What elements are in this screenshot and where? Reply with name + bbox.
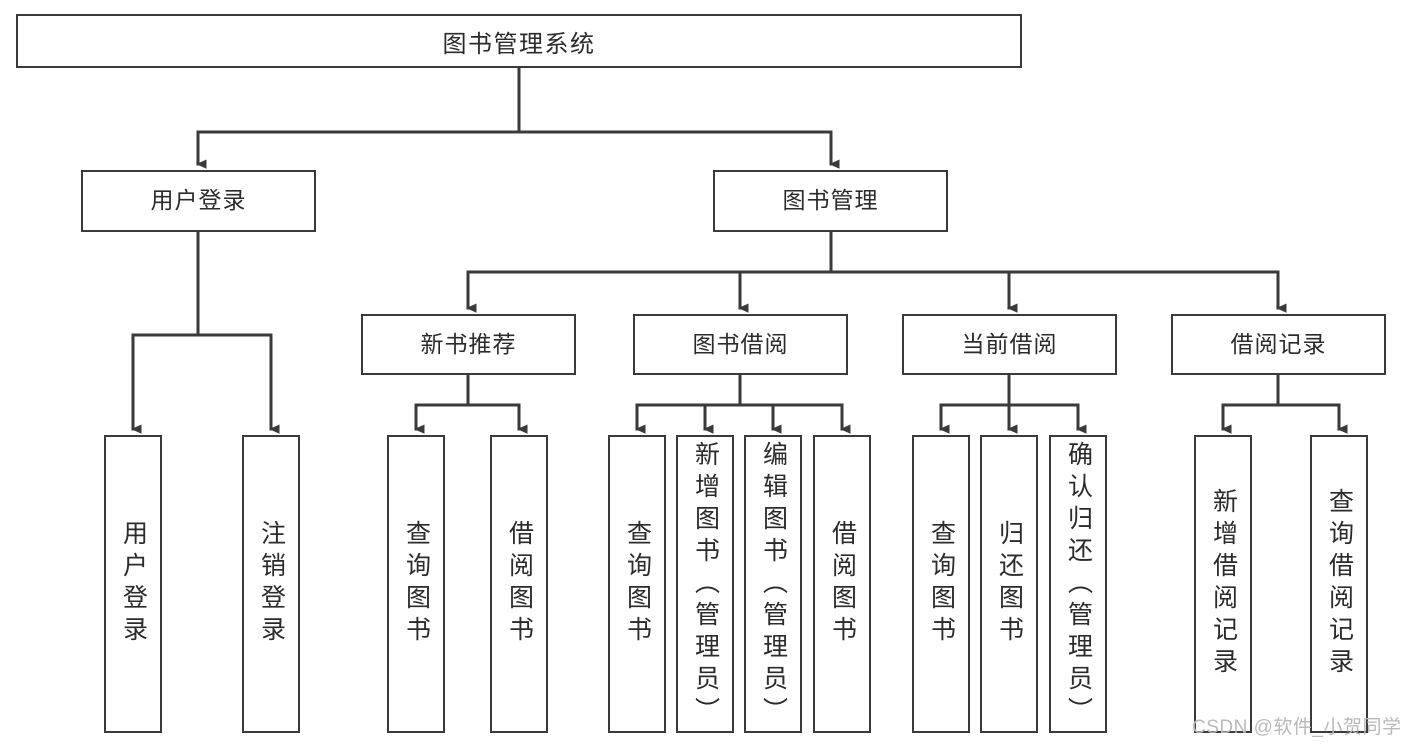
watermark-text: CSDN @软件_小贺同学 <box>1192 717 1402 738</box>
node-leaf-confirm-return[interactable]: 确认归还（管理员） <box>1049 435 1107 733</box>
node-leaf-query-book-3[interactable]: 查询图书 <box>912 435 970 733</box>
node-leaf-edit-book[interactable]: 编辑图书（管理员） <box>744 435 802 733</box>
node-leaf-borrow-book-2[interactable]: 借阅图书 <box>813 435 871 733</box>
node-leaf-confirm-return-label: 确认归还（管理员） <box>1064 441 1093 729</box>
node-current-borrow-label: 当前借阅 <box>961 330 1058 357</box>
node-leaf-borrow-book-1-label: 借阅图书 <box>505 520 534 648</box>
node-leaf-borrow-book-1[interactable]: 借阅图书 <box>490 435 548 733</box>
node-book-borrow-label: 图书借阅 <box>692 330 789 357</box>
node-leaf-query-book-2[interactable]: 查询图书 <box>608 435 666 733</box>
node-book-borrow[interactable]: 图书借阅 <box>633 314 848 375</box>
node-leaf-add-record-label: 新增借阅记录 <box>1209 488 1238 680</box>
node-leaf-logout[interactable]: 注销登录 <box>242 435 300 733</box>
node-current-borrow[interactable]: 当前借阅 <box>902 314 1117 375</box>
node-leaf-user-login-label: 用户登录 <box>119 520 148 648</box>
node-new-book-recommend-label: 新书推荐 <box>420 330 517 357</box>
node-leaf-edit-book-label: 编辑图书（管理员） <box>759 441 788 729</box>
node-book-management-label: 图书管理 <box>782 187 879 214</box>
node-leaf-add-record[interactable]: 新增借阅记录 <box>1194 435 1252 733</box>
node-new-book-recommend[interactable]: 新书推荐 <box>361 314 576 375</box>
node-leaf-user-login[interactable]: 用户登录 <box>104 435 162 733</box>
node-leaf-query-book-1-label: 查询图书 <box>402 520 431 648</box>
node-leaf-return-book[interactable]: 归还图书 <box>980 435 1038 733</box>
node-user-login[interactable]: 用户登录 <box>81 170 316 232</box>
node-root-label: 图书管理系统 <box>442 30 596 58</box>
node-borrow-record[interactable]: 借阅记录 <box>1171 314 1386 375</box>
node-borrow-record-label: 借阅记录 <box>1230 330 1327 357</box>
node-root-system[interactable]: 图书管理系统 <box>16 14 1022 68</box>
node-user-login-label: 用户登录 <box>150 187 247 214</box>
node-leaf-add-book-label: 新增图书（管理员） <box>691 441 720 729</box>
node-leaf-borrow-book-2-label: 借阅图书 <box>828 520 857 648</box>
node-leaf-query-record[interactable]: 查询借阅记录 <box>1310 435 1368 733</box>
node-leaf-query-book-1[interactable]: 查询图书 <box>387 435 445 733</box>
node-leaf-query-record-label: 查询借阅记录 <box>1325 488 1354 680</box>
node-leaf-logout-label: 注销登录 <box>257 520 286 648</box>
node-book-management[interactable]: 图书管理 <box>713 170 948 232</box>
node-leaf-return-book-label: 归还图书 <box>995 520 1024 648</box>
node-leaf-query-book-3-label: 查询图书 <box>927 520 956 648</box>
node-leaf-add-book[interactable]: 新增图书（管理员） <box>676 435 734 733</box>
node-leaf-query-book-2-label: 查询图书 <box>623 520 652 648</box>
